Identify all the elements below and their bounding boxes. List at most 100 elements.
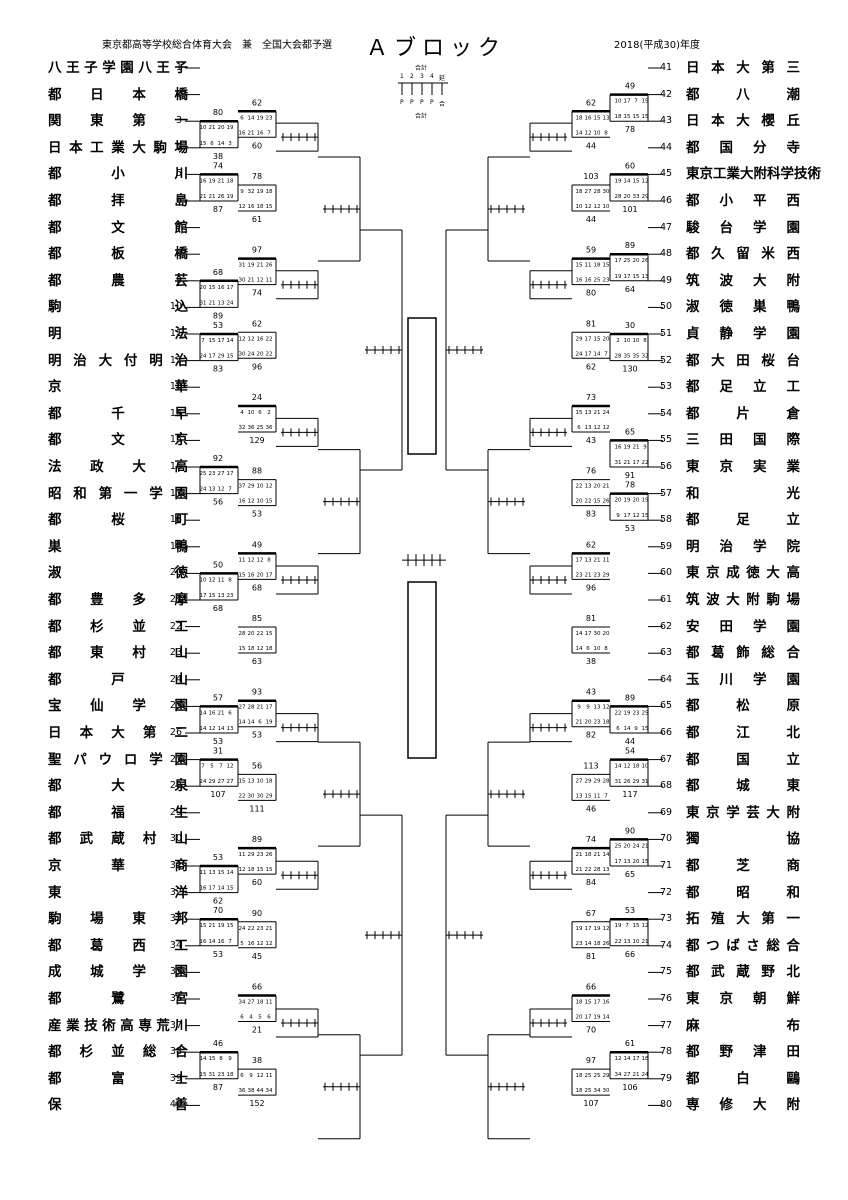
quarter-score: 8: [643, 338, 647, 344]
quarter-score: 14: [227, 870, 234, 876]
quarter-score: 18: [615, 114, 622, 120]
seed-number: 65: [660, 700, 673, 712]
quarter-score: 19: [257, 189, 264, 195]
team-name: 都農芸: [48, 272, 188, 289]
team-name: 明治学院: [686, 538, 800, 555]
total-score: 80: [586, 289, 596, 298]
seed-number: 70: [660, 833, 673, 845]
quarter-score: 11: [239, 852, 246, 858]
team-name: 東京実業: [686, 459, 800, 475]
quarter-score: 6: [240, 115, 244, 121]
quarter-score: 17: [200, 593, 207, 599]
quarter-score: 7: [625, 923, 629, 929]
team-name: 保善: [48, 1097, 188, 1114]
total-score: 93: [252, 688, 262, 697]
quarter-score: 12: [257, 557, 264, 563]
team-name: 貞静学園: [686, 326, 800, 342]
seed-number: 40: [169, 1099, 182, 1111]
quarter-score: 11: [594, 793, 601, 799]
seed-number: 79: [660, 1072, 673, 1084]
team-name: 東京朝鮮: [686, 991, 800, 1007]
total-score: 107: [210, 790, 225, 799]
seed-number: 68: [660, 780, 673, 792]
quarter-score: 30: [603, 189, 610, 195]
seed-number: 20: [169, 567, 182, 579]
quarter-score: 27: [624, 1072, 631, 1078]
quarter-score: 6: [240, 1014, 244, 1020]
quarter-score: 14: [615, 764, 622, 770]
quarter-score: 12: [585, 130, 592, 136]
quarter-score: 17: [266, 705, 273, 711]
quarter-score: 16: [209, 710, 216, 716]
team-name: 都富士: [48, 1070, 188, 1087]
total-score: 24: [252, 393, 262, 402]
quarter-score: 14: [576, 130, 583, 136]
quarter-score: 14: [218, 726, 225, 732]
total-score: 53: [213, 950, 223, 959]
quarter-score: 17: [227, 471, 234, 477]
quarter-score: 16: [239, 130, 246, 136]
quarter-score: 20: [585, 720, 592, 726]
quarter-score: 17: [576, 557, 583, 563]
quarter-score: 13: [642, 274, 649, 280]
total-score: 67: [586, 909, 596, 918]
quarter-score: 21: [576, 720, 583, 726]
quarter-score: 28: [248, 705, 255, 711]
quarter-score: 12: [257, 1073, 264, 1079]
quarter-score: 15: [642, 99, 649, 105]
quarter-score: 7: [219, 764, 223, 770]
total-score: 70: [586, 1025, 596, 1034]
total-score: 53: [252, 731, 262, 740]
quarter-score: 12: [633, 513, 640, 519]
total-score: 96: [252, 362, 262, 371]
seed-number: 1: [175, 62, 182, 73]
quarter-score: 6: [577, 425, 581, 431]
quarter-score: 15: [594, 115, 601, 121]
total-score: 89: [625, 241, 635, 250]
seed-number: 52: [660, 354, 673, 366]
seed-number: 38: [169, 1046, 182, 1058]
team-name: 都足立: [686, 512, 800, 529]
quarter-score: 13: [209, 487, 216, 493]
legend-period-4: P: [430, 99, 434, 106]
seed-number: 19: [169, 540, 182, 552]
quarter-score: 29: [218, 354, 225, 360]
quarter-score: 28: [594, 867, 601, 873]
seed-number: 25: [169, 700, 182, 712]
total-score: 91: [625, 471, 635, 480]
quarter-score: 10: [615, 99, 622, 105]
total-score: 74: [213, 161, 223, 170]
quarter-score: 20: [624, 843, 631, 849]
seed-number: 73: [660, 913, 673, 925]
quarter-score: 14: [576, 646, 583, 652]
team-name: 淑徳巣鴨: [686, 299, 800, 316]
quarter-score: 21: [218, 710, 225, 716]
quarter-score: 28: [239, 631, 246, 637]
quarter-score: 15: [642, 726, 649, 732]
total-score: 66: [625, 950, 635, 959]
total-score: 30: [625, 321, 635, 330]
quarter-score: 37: [239, 484, 246, 490]
quarter-score: 10: [642, 764, 649, 770]
team-name: 都福生: [48, 804, 188, 821]
quarter-score: 10: [594, 130, 601, 136]
quarter-score: 15: [633, 923, 640, 929]
team-name: 都武蔵村山: [48, 831, 188, 848]
quarter-score: 17: [209, 354, 216, 360]
quarter-score: 20: [603, 336, 610, 342]
total-score: 44: [625, 737, 635, 746]
total-score: 70: [213, 906, 223, 915]
quarter-score: 16: [603, 999, 610, 1005]
team-name: 三田国際: [686, 432, 800, 449]
quarter-score: 15: [239, 646, 246, 652]
total-score: 56: [213, 498, 223, 507]
team-name: 宝仙学園: [48, 698, 188, 715]
quarter-score: 12: [257, 941, 264, 947]
quarter-score: 7: [201, 338, 205, 344]
block-title: Ａブロック: [366, 36, 507, 61]
seed-number: 28: [169, 780, 182, 792]
quarter-score: 10: [257, 484, 264, 490]
quarter-score: 9: [228, 1056, 232, 1062]
quarter-score: 27: [585, 189, 592, 195]
